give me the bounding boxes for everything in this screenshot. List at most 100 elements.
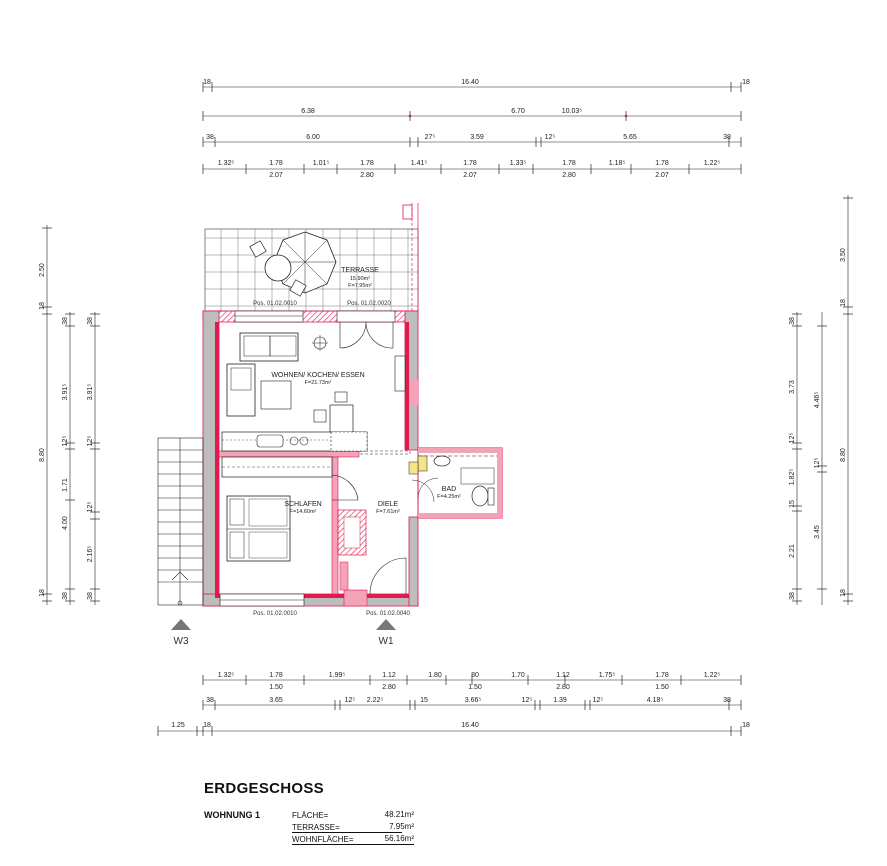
pillow-icon (229, 498, 245, 526)
svg-text:4.18⁵: 4.18⁵ (647, 697, 664, 704)
svg-text:1.50: 1.50 (468, 684, 482, 691)
bedroom: SCHLAFEN F=14.60m² (221, 456, 359, 562)
dim-left-inner: 38 3.91⁵ 12⁵ 12⁵ 2.16⁵ 38 (87, 317, 94, 600)
plant-icon (312, 335, 328, 351)
pos-top-right: Pos. 01.02.0020 (347, 301, 391, 307)
svg-text:2.80: 2.80 (556, 684, 570, 691)
svg-text:1.41⁵: 1.41⁵ (411, 160, 428, 167)
svg-text:1.01⁵: 1.01⁵ (313, 160, 330, 167)
dim-bottom-row2: 38 3.65 12⁵ 2.22⁵ 15 3.66⁵ 12⁵ 1.39 12⁵ … (206, 697, 731, 704)
svg-text:3.66⁵: 3.66⁵ (465, 697, 482, 704)
svg-text:38: 38 (62, 592, 69, 600)
svg-text:2.07: 2.07 (463, 172, 477, 179)
dim-top-2-b: 6.70 (511, 108, 525, 115)
svg-text:38: 38 (87, 317, 94, 325)
dimension-lines-left (46, 225, 96, 605)
svg-text:15: 15 (420, 697, 428, 704)
dimension-ticks-bottom (157, 675, 742, 736)
dimension-ticks-right (792, 197, 853, 602)
svg-text:1.78: 1.78 (562, 160, 576, 167)
chair-icon (313, 409, 327, 423)
svg-text:18: 18 (39, 302, 46, 310)
svg-text:18: 18 (742, 722, 750, 729)
bath-name: BAD (442, 486, 456, 493)
bedroom-door-swing (331, 474, 359, 501)
toilet-icon (471, 485, 489, 507)
svg-text:2.16⁵: 2.16⁵ (87, 546, 94, 563)
svg-text:2.80: 2.80 (562, 172, 576, 179)
svg-text:1.39: 1.39 (553, 697, 567, 704)
svg-text:38: 38 (723, 134, 731, 141)
svg-text:80: 80 (471, 672, 479, 679)
interior-walls (218, 450, 411, 595)
living-name: WOHNEN/ KOCHEN/ ESSEN (271, 372, 364, 379)
dimension-ticks-top (202, 82, 742, 174)
dim-top-2-c: 10.03⁵ (562, 108, 583, 115)
hall-name: DIELE (378, 501, 399, 508)
svg-text:1.32⁵: 1.32⁵ (218, 672, 235, 679)
dim-bottom-row1-lower: 1.50 2.80 1.50 2.80 1.50 (269, 684, 669, 691)
hall: DIELE F=7.61m² (369, 461, 435, 595)
svg-text:1.82⁵: 1.82⁵ (789, 469, 796, 486)
stove-icon (299, 436, 309, 446)
bath-area: F=4.25m² (437, 494, 461, 500)
sink-icon (256, 434, 284, 448)
svg-text:12⁵: 12⁵ (87, 436, 94, 447)
apartment-label: WOHNUNG 1 (204, 810, 260, 820)
svg-text:38: 38 (62, 317, 69, 325)
umbrella-icon (273, 231, 337, 294)
svg-text:27⁵: 27⁵ (425, 134, 436, 141)
chair-icon (334, 391, 348, 403)
svg-text:12⁵: 12⁵ (593, 697, 604, 704)
bath-door-swing (417, 477, 439, 499)
svg-text:1.50: 1.50 (655, 684, 669, 691)
pos-top-left: Pos. 01.02.0010 (253, 301, 297, 307)
svg-text:38: 38 (206, 134, 214, 141)
svg-text:2.07: 2.07 (655, 172, 669, 179)
bedroom-area: F=14.60m² (290, 509, 317, 515)
pos-bottom-right: Pos. 01.02.0040 (366, 611, 410, 617)
svg-text:2.50: 2.50 (39, 263, 46, 277)
svg-text:1.12: 1.12 (556, 672, 570, 679)
svg-text:38: 38 (87, 592, 94, 600)
dim-right-mid: 4.46⁵ 12⁵ 3.45 (814, 392, 821, 539)
svg-text:2.21: 2.21 (789, 544, 796, 558)
dimension-lines-right (796, 195, 849, 605)
svg-text:1.78: 1.78 (269, 672, 283, 679)
bedroom-name: SCHLAFEN (284, 501, 321, 508)
svg-text:18: 18 (39, 589, 46, 597)
svg-text:18: 18 (203, 722, 211, 729)
svg-text:3.50: 3.50 (840, 248, 847, 262)
svg-text:3.59: 3.59 (470, 134, 484, 141)
svg-text:8.80: 8.80 (840, 448, 847, 462)
svg-text:6.00: 6.00 (306, 134, 320, 141)
svg-text:1.70: 1.70 (511, 672, 525, 679)
legend-row-value-living: 56.16m² (384, 834, 414, 843)
svg-text:3.73: 3.73 (789, 380, 796, 394)
entrance-door-swing (369, 557, 407, 595)
svg-text:12⁵: 12⁵ (814, 458, 821, 469)
svg-text:1.99⁵: 1.99⁵ (329, 672, 346, 679)
svg-text:1.25: 1.25 (171, 722, 185, 729)
pos-bottom-left: Pos. 01.02.0010 (253, 611, 297, 617)
dimension-lines-top (203, 86, 741, 170)
garden-table-icon (264, 254, 292, 282)
balcony-door-swing (339, 321, 394, 349)
stove-icon (289, 436, 299, 446)
dimension-node (408, 114, 412, 118)
svg-text:15: 15 (789, 500, 796, 508)
living-area: F=21.73m² (305, 380, 332, 386)
svg-text:18: 18 (840, 299, 847, 307)
radiator-icon (408, 461, 419, 475)
svg-text:1.12: 1.12 (382, 672, 396, 679)
dim-top-1-mid: 16.40 (461, 79, 479, 86)
dimension-lines-bottom (158, 679, 741, 732)
dim-left-mid: 38 3.91⁵ 12⁵ 1.71 4.00 38 (62, 317, 69, 600)
fridge-icon (330, 431, 368, 452)
svg-text:1.75⁵: 1.75⁵ (599, 672, 616, 679)
svg-text:8.80: 8.80 (39, 448, 46, 462)
dim-left-outer: 2.50 18 8.80 18 (39, 263, 46, 597)
svg-text:16.40: 16.40 (461, 722, 479, 729)
svg-text:5.65: 5.65 (623, 134, 637, 141)
